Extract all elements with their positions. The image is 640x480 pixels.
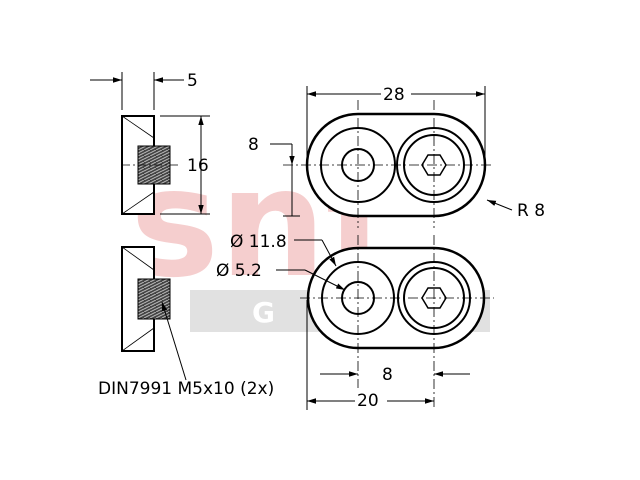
plan-view-top <box>283 100 494 228</box>
dim-thickness: 5 <box>187 71 198 91</box>
dim-spacing: 8 <box>382 365 393 385</box>
plan-view-bottom <box>300 235 494 410</box>
side-view-top <box>121 115 180 215</box>
screw-callout: DIN7991 M5x10 (2x) <box>98 379 274 399</box>
side-view-bottom <box>121 246 171 352</box>
dim-height: 16 <box>187 156 209 176</box>
dim-inner-diameter: Ø 5.2 <box>216 261 262 281</box>
watermark-sub: G <box>252 296 275 329</box>
dim-length: 28 <box>383 85 405 105</box>
dim-radius: R 8 <box>517 201 545 221</box>
dim-width: 20 <box>357 391 379 411</box>
dim-outer-diameter: Ø 11.8 <box>230 232 287 252</box>
dim-offset: 8 <box>248 135 259 155</box>
